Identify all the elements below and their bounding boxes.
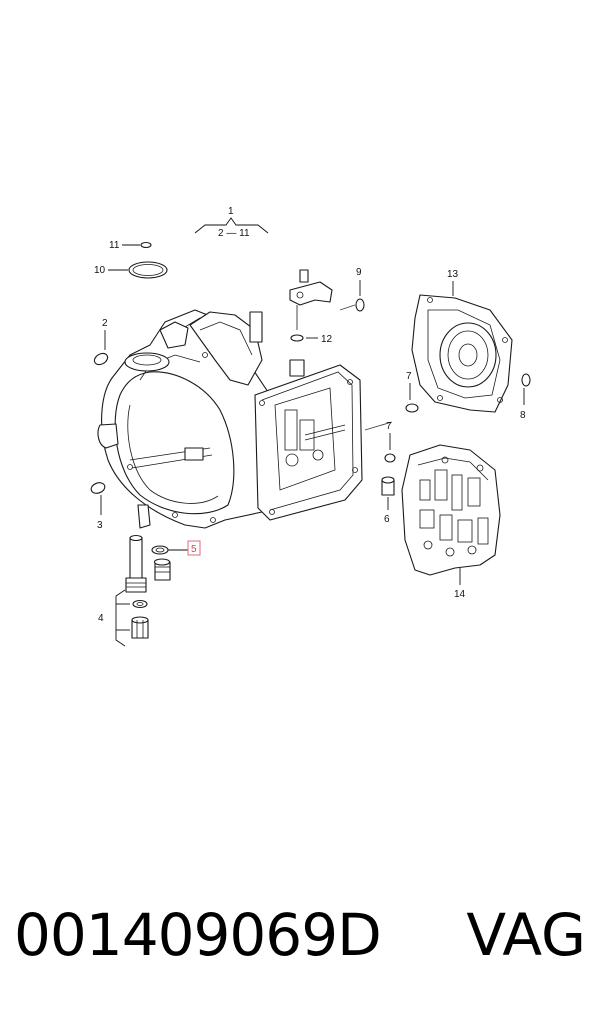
part-11-small-seal: 11 (109, 240, 152, 251)
callout-1-group: 1 2 — 11 (194, 206, 269, 239)
highlight-box (187, 540, 201, 556)
footer: 001409069D VAG (0, 895, 600, 985)
part-8-seal: 8 (520, 373, 531, 421)
callout-9: 9 (356, 267, 362, 278)
brand-name: VAG (466, 901, 586, 969)
callout-6: 6 (384, 514, 390, 525)
callout-2: 2 (102, 318, 108, 329)
part-7-seal-upper: 7 (405, 371, 419, 413)
callout-13: 13 (447, 269, 459, 280)
part-2-o-ring: 2 (93, 318, 109, 366)
part-9-seal: 9 (355, 267, 365, 312)
part-10-o-ring: 10 (94, 261, 168, 279)
callout-11: 11 (109, 240, 120, 251)
callout-8: 8 (520, 410, 526, 421)
callout-1-range: 2 — 11 (218, 228, 250, 239)
callout-7-lower: 7 (386, 421, 392, 432)
transmission-housing (97, 309, 363, 529)
callout-14: 14 (454, 589, 466, 600)
part-5-seal-highlighted: 5 (151, 540, 201, 556)
part-14-valve-body: 14 (401, 444, 501, 600)
callout-4: 4 (98, 613, 104, 624)
callout-3: 3 (97, 520, 103, 531)
shift-lever: 12 (289, 269, 333, 377)
part-13-cover-plate: 13 (411, 269, 513, 413)
callout-7-upper: 7 (406, 371, 412, 382)
part-7-seal-lower: 7 (384, 421, 396, 463)
callout-10: 10 (94, 265, 106, 276)
part-4-washer-plug: 4 (98, 589, 149, 647)
drain-shaft (125, 534, 171, 593)
callout-12: 12 (321, 334, 333, 345)
callout-5: 5 (191, 544, 197, 555)
part-3-o-ring: 3 (90, 482, 106, 531)
callout-1: 1 (228, 206, 234, 217)
exploded-parts-diagram: 1 2 — 11 11 10 2 (90, 206, 531, 647)
part-number: 001409069D (14, 901, 382, 969)
part-6-plug: 6 (381, 476, 395, 525)
